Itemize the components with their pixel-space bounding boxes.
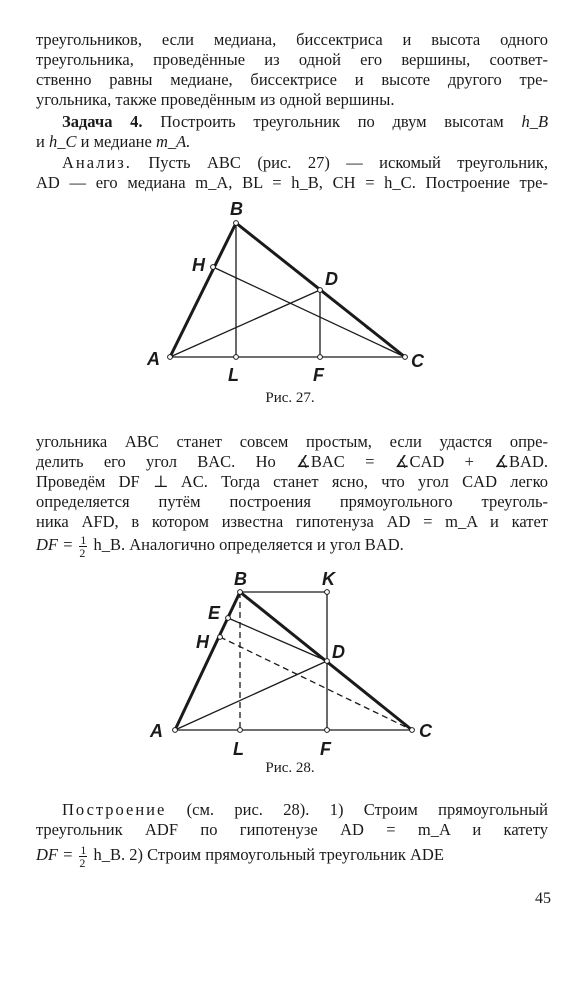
label-A: A xyxy=(146,349,160,369)
label-D: D xyxy=(332,642,345,662)
task-text: Построить треугольник по двум высотам xyxy=(160,112,504,131)
analysis-text: Пусть ABC (рис. 27) — искомый треугольни… xyxy=(148,153,548,172)
fraction-numerator: 1 xyxy=(79,532,88,547)
task-and: и xyxy=(36,132,45,151)
label-L: L xyxy=(233,739,244,759)
construction-label: Построение xyxy=(62,800,167,819)
analysis-line-2: AD — его медиана m_A, BL = h_B, CH = h_C… xyxy=(36,173,548,192)
label-H: H xyxy=(196,632,210,652)
text-line: треугольников, если медиана, биссектриса… xyxy=(36,30,548,49)
label-D: D xyxy=(325,269,338,289)
construction-line-1: Построение (см. рис. 28). 1) Строим прям… xyxy=(62,800,548,820)
label-C: C xyxy=(411,351,425,371)
text-line: Проведём DF ⊥ AC. Тогда станет ясно, что… xyxy=(36,472,548,491)
task-hb: h_B xyxy=(521,112,549,131)
task-line-2: и h_C и медиане m_A. xyxy=(36,132,548,152)
text-line: треугольник ADF по гипотенузе AD = m_A и… xyxy=(36,820,548,839)
analysis-label: Анализ. xyxy=(62,153,132,172)
label-L: L xyxy=(228,365,239,385)
formula-right: h_B. 2) Строим прямоугольный треугольник… xyxy=(93,845,444,864)
text-line: треугольника, проведённые из одной его в… xyxy=(36,50,548,69)
text-line: делить его угол BAC. Но ∡BAC = ∡CAD + ∡B… xyxy=(36,452,548,471)
analysis-line-1: Анализ. Пусть ABC (рис. 27) — искомый тр… xyxy=(62,153,548,173)
text-line: ственно равны медиане, биссектрисе и выс… xyxy=(36,70,548,89)
label-F: F xyxy=(320,739,332,759)
figure-28-caption: Рис. 28. xyxy=(265,760,315,776)
task-ma: m_A. xyxy=(155,132,191,151)
label-C: C xyxy=(419,721,433,741)
task-line-1: Задача 4. Построить треугольник по двум … xyxy=(62,112,548,132)
fraction-numerator: 1 xyxy=(79,842,88,857)
text-line: угольника ABC станет совсем простым, есл… xyxy=(36,432,548,451)
figure-28: B K E H D A C L F xyxy=(149,569,433,759)
fraction-denominator: 2 xyxy=(79,855,86,870)
text-line: угольника, также проведённым из одной ве… xyxy=(36,90,395,109)
task-rest: и медиане xyxy=(80,132,152,151)
label-E: E xyxy=(208,603,221,623)
text-line: ника AFD, в котором известна гипотенуза … xyxy=(36,512,548,531)
fraction-denominator: 2 xyxy=(79,545,86,560)
figure-27-caption: Рис. 27. xyxy=(265,390,315,406)
label-H: H xyxy=(192,255,206,275)
label-B: B xyxy=(234,569,247,589)
formula-left: DF = xyxy=(36,535,74,554)
page-number: 45 xyxy=(535,890,551,907)
label-K: K xyxy=(322,569,337,589)
formula-left: DF = xyxy=(36,845,74,864)
label-A: A xyxy=(149,721,163,741)
task-label: Задача 4. xyxy=(62,112,143,131)
text-line: определяется путём построения прямоуголь… xyxy=(36,492,548,511)
label-F: F xyxy=(313,365,325,385)
construction-text: (см. рис. 28). 1) Строим прямоугольный xyxy=(186,800,548,819)
label-B: B xyxy=(230,199,243,219)
task-hc: h_C xyxy=(48,132,77,151)
figure-27: B A C D H L F xyxy=(146,199,425,385)
formula-right: h_B. Аналогично определяется и угол BAD. xyxy=(93,535,404,554)
